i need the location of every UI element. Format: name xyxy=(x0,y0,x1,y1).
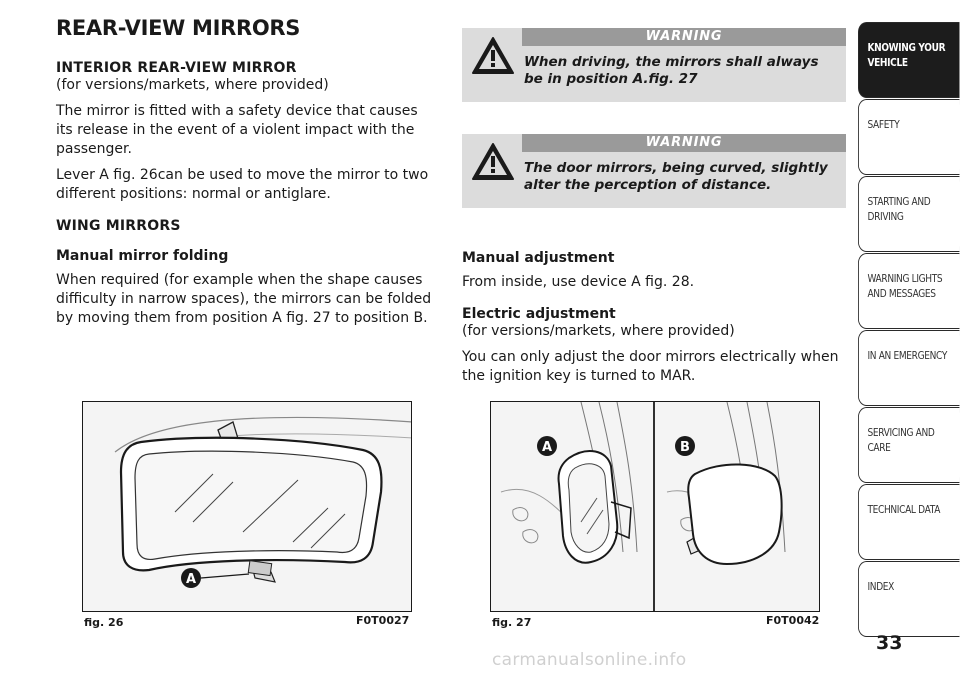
tab-servicing-and-care[interactable]: SERVICING AND CARE xyxy=(858,407,960,483)
manual-folding-paragraph: When required (for example when the shap… xyxy=(56,272,432,326)
figure-27-caption: fig. 27 xyxy=(492,616,532,629)
warning-text: The door mirrors, being curved, slightly… xyxy=(524,160,828,193)
wing-mirror-illustration: A B xyxy=(500,402,786,611)
tab-in-an-emergency[interactable]: IN AN EMERGENCY xyxy=(858,330,960,406)
figure-27-wing-mirror: A B xyxy=(490,401,820,612)
interior-mirror-illustration: A xyxy=(114,416,411,588)
warning-box-2: WARNING The door mirrors, being curved, … xyxy=(462,134,846,208)
watermark-text: carmanualsonline.info xyxy=(492,650,687,670)
page-number: 33 xyxy=(876,632,903,654)
callout-a: A xyxy=(542,440,552,455)
figure-26-caption: fig. 26 xyxy=(84,616,124,629)
warning-label: WARNING xyxy=(522,28,846,46)
warning-triangle-icon xyxy=(472,143,514,180)
interior-mirror-paragraph-2: Lever A fig. 26can be used to move the m… xyxy=(56,167,429,202)
tab-warning-lights[interactable]: WARNING LIGHTS AND MESSAGES xyxy=(858,253,960,329)
warning-box-1: WARNING When driving, the mirrors shall … xyxy=(462,28,846,102)
electric-adjustment-heading: Electric adjustment xyxy=(462,306,616,322)
interior-mirror-paragraph-1: The mirror is fitted with a safety devic… xyxy=(56,103,418,157)
manual-adjustment-paragraph: From inside, use device A fig. 28. xyxy=(462,274,695,290)
interior-mirror-heading: INTERIOR REAR-VIEW MIRROR xyxy=(56,60,297,76)
left-column: REAR-VIEW MIRRORS INTERIOR REAR-VIEW MIR… xyxy=(56,16,436,328)
figure-26-code: F0T0027 xyxy=(356,614,410,627)
callout-a: A xyxy=(186,572,196,587)
interior-mirror-note: (for versions/markets, where provided) xyxy=(56,77,329,93)
figure-27-code: F0T0042 xyxy=(766,614,820,627)
tab-knowing-your-vehicle[interactable]: KNOWING YOUR VEHICLE xyxy=(858,22,960,98)
right-column: WARNING When driving, the mirrors shall … xyxy=(462,28,846,386)
tab-technical-data[interactable]: TECHNICAL DATA xyxy=(858,484,960,560)
tab-index[interactable]: INDEX xyxy=(858,561,960,637)
electric-adjustment-note: (for versions/markets, where provided) xyxy=(462,323,735,339)
warning-triangle-icon xyxy=(472,37,514,74)
warning-text: When driving, the mirrors shall always b… xyxy=(524,54,819,87)
tab-starting-and-driving[interactable]: STARTING AND DRIVING xyxy=(858,176,960,252)
warning-label: WARNING xyxy=(522,134,846,152)
manual-adjustment-heading: Manual adjustment xyxy=(462,250,615,266)
chapter-tabs: KNOWING YOUR VEHICLE SAFETY STARTING AND… xyxy=(858,22,960,638)
electric-adjustment-paragraph: You can only adjust the door mirrors ele… xyxy=(462,349,839,384)
figure-26-interior-mirror: A xyxy=(82,401,412,612)
manual-folding-heading: Manual mirror folding xyxy=(56,248,229,264)
wing-mirrors-heading: WING MIRRORS xyxy=(56,218,181,234)
callout-b: B xyxy=(680,440,690,455)
tab-safety[interactable]: SAFETY xyxy=(858,99,960,175)
adjustment-section: Manual adjustment From inside, use devic… xyxy=(462,250,846,386)
page-title: REAR-VIEW MIRRORS xyxy=(56,16,301,40)
